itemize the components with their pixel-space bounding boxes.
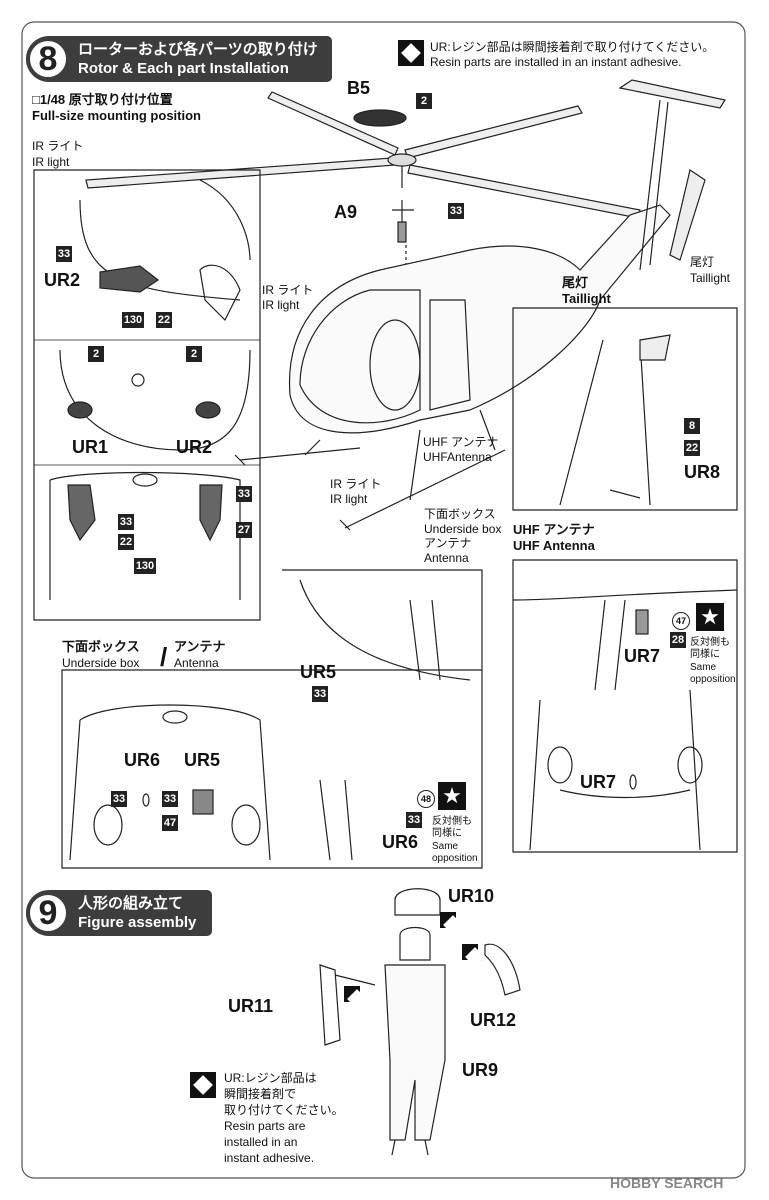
star-icon: ★: [438, 782, 466, 810]
part-33: 33: [448, 203, 464, 219]
opposition-en-2: opposition: [432, 853, 478, 864]
ir-light-en: IR light: [262, 298, 300, 312]
watermark: HOBBY SEARCH: [610, 1175, 724, 1191]
ir-light-en: IR light: [330, 492, 368, 506]
part-48: 48: [417, 790, 435, 808]
taillight-en: Taillight: [690, 271, 731, 285]
opposition-jp-2: 同様に: [690, 649, 720, 660]
ir-light-jp: IR ライト: [330, 477, 382, 491]
opposition-jp-1: 反対側も: [690, 637, 730, 648]
underside-en: Underside box: [424, 522, 502, 536]
part-ur5: UR5: [184, 750, 221, 770]
uhf-jp: UHF アンテナ: [423, 435, 499, 449]
part-22: 22: [156, 312, 172, 328]
part-2: 2: [416, 93, 432, 109]
step-9-banner: 9 人形の組み立て Figure assembly: [26, 890, 212, 936]
taillight-jp: 尾灯: [562, 275, 589, 290]
part-b5: B5: [347, 78, 371, 98]
antenna-en: Antenna: [424, 551, 469, 565]
part-a9: A9: [334, 202, 358, 222]
opposition-en-2: opposition: [690, 674, 736, 685]
resin-note-en: Resin parts are installed in an instant …: [430, 55, 682, 69]
part-33: 33: [162, 791, 178, 807]
uhf-en: UHF Antenna: [513, 538, 595, 553]
part-28: 28: [670, 632, 686, 648]
taillight-jp: 尾灯: [690, 255, 715, 269]
resin-note-en-3: instant adhesive.: [224, 1151, 315, 1165]
resin-note-jp: UR:レジン部品は瞬間接着剤で取り付けてください。: [430, 40, 715, 54]
resin-note-en-2: installed in an: [224, 1135, 298, 1149]
part-33: 33: [111, 791, 127, 807]
ir-light-en: IR light: [32, 155, 70, 169]
underside-jp: 下面ボックス: [424, 507, 496, 521]
part-33: 33: [406, 812, 422, 828]
part-130: 130: [122, 312, 144, 328]
part-47: 47: [672, 612, 690, 630]
taillight-en: Taillight: [562, 291, 611, 306]
star-icon: ★: [696, 603, 724, 631]
diamond-icon: [462, 944, 478, 960]
fullsize-en: Full-size mounting position: [32, 108, 201, 123]
opposition-en-1: Same: [690, 662, 717, 673]
diamond-icon: [398, 40, 424, 66]
part-ur5: UR5: [300, 662, 337, 682]
part-33: 33: [236, 486, 252, 502]
part-8: 8: [684, 418, 700, 434]
part-ur7: UR7: [580, 772, 617, 792]
uhf-jp: UHF アンテナ: [513, 522, 595, 537]
opposition-en-1: Same: [432, 841, 459, 852]
antenna-jp: アンテナ: [424, 536, 472, 550]
antenna-jp: アンテナ: [174, 639, 226, 654]
resin-note-en-1: Resin parts are: [224, 1119, 306, 1133]
part-2: 2: [88, 346, 104, 362]
part-33: 33: [312, 686, 328, 702]
part-130: 130: [134, 558, 156, 574]
antenna-en: Antenna: [174, 656, 219, 670]
step-title-jp: ローターおよび各パーツの取り付け: [78, 41, 318, 58]
resin-note-jp-1: UR:レジン部品は: [224, 1071, 317, 1085]
step-8-banner: 8 ローターおよび各パーツの取り付け Rotor & Each part Ins…: [26, 36, 332, 82]
part-ur6: UR6: [124, 750, 161, 770]
opposition-jp-1: 反対側も: [432, 816, 472, 827]
ir-light-jp: IR ライト: [262, 283, 314, 297]
part-ur1: UR1: [72, 437, 109, 457]
slash: /: [160, 642, 168, 672]
underside-en: Underside box: [62, 656, 140, 670]
diamond-icon: [344, 986, 360, 1002]
part-ur2: UR2: [44, 270, 81, 290]
part-ur11: UR11: [228, 996, 274, 1016]
uhf-en: UHFAntenna: [423, 450, 492, 464]
part-ur12: UR12: [470, 1010, 517, 1030]
part-ur2: UR2: [176, 437, 213, 457]
step-title-en: Figure assembly: [78, 914, 197, 931]
step-title-en: Rotor & Each part Installation: [78, 60, 289, 77]
diamond-icon: [440, 912, 456, 928]
fullsize-jp: □1/48 原寸取り付け位置: [32, 92, 173, 107]
part-ur9: UR9: [462, 1060, 499, 1080]
step-number: 8: [26, 37, 70, 81]
part-ur8: UR8: [684, 462, 721, 482]
part-27: 27: [236, 522, 252, 538]
part-33: 33: [56, 246, 72, 262]
step-number: 9: [26, 891, 70, 935]
resin-note-jp-2: 瞬間接着剤で: [224, 1087, 297, 1101]
part-22: 22: [684, 440, 700, 456]
part-47: 47: [162, 815, 178, 831]
underside-jp: 下面ボックス: [62, 639, 140, 654]
part-22: 22: [118, 534, 134, 550]
part-ur6: UR6: [382, 832, 419, 852]
ir-light-jp: IR ライト: [32, 139, 84, 153]
part-33: 33: [118, 514, 134, 530]
step-title-jp: 人形の組み立て: [78, 895, 184, 912]
opposition-jp-2: 同様に: [432, 828, 462, 839]
part-ur7: UR7: [624, 646, 661, 666]
part-2: 2: [186, 346, 202, 362]
resin-note-jp-3: 取り付けてください。: [224, 1103, 344, 1117]
diamond-icon: [190, 1072, 216, 1098]
part-ur10: UR10: [448, 886, 495, 906]
